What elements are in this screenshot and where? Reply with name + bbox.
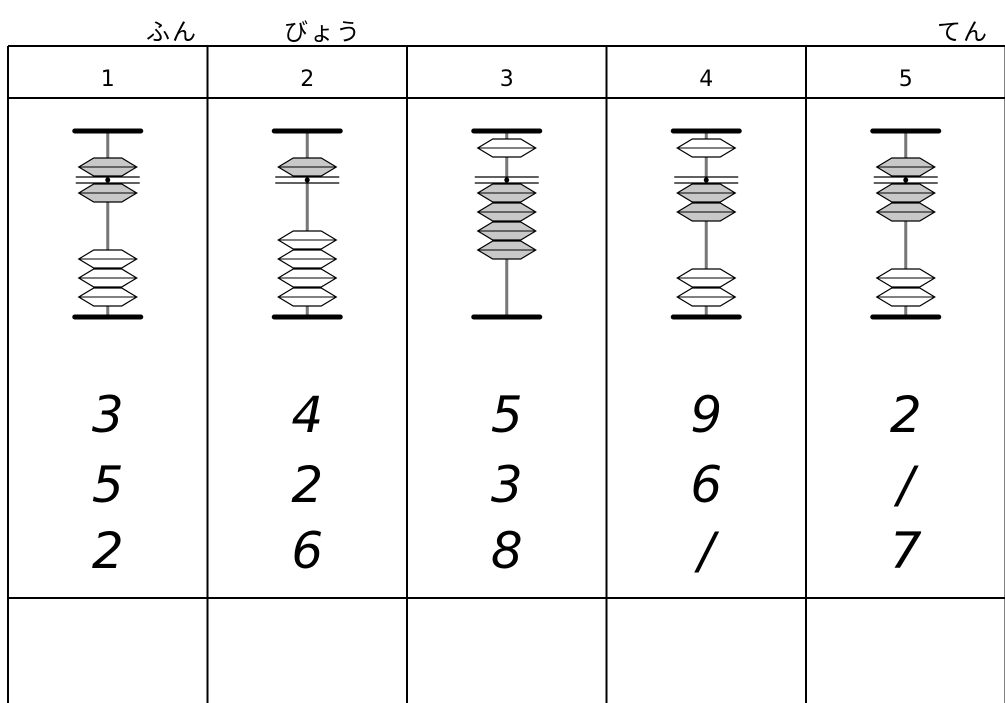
lower-bead xyxy=(277,230,338,250)
unit-dot xyxy=(703,177,709,183)
addend: 8 xyxy=(491,522,523,580)
addend: 2 xyxy=(291,456,323,514)
addend: 7 xyxy=(890,522,922,580)
lower-bead xyxy=(676,183,737,203)
unit-dot xyxy=(304,177,310,183)
addend: 2 xyxy=(92,522,124,580)
column-2: 2 4 2 6 xyxy=(210,67,406,701)
addend: 6 xyxy=(291,522,323,580)
abacus-rod xyxy=(471,128,543,320)
column-1: 1 3 5 2 xyxy=(10,67,206,701)
abacus-rod xyxy=(271,128,343,320)
upper-bead xyxy=(676,138,737,158)
answer-box[interactable] xyxy=(10,600,206,701)
abacus-rod xyxy=(72,128,144,320)
addend: 4 xyxy=(291,386,323,444)
addend: 3 xyxy=(92,386,124,444)
lower-bead xyxy=(77,268,138,288)
column-number: 2 xyxy=(300,67,314,92)
addend: 5 xyxy=(92,456,124,514)
addend: 2 xyxy=(890,386,922,444)
unit-dot xyxy=(903,177,909,183)
answer-box[interactable] xyxy=(210,600,406,701)
column-3: 3 5 3 8 xyxy=(409,67,605,701)
column-5: 5 2 / 7 xyxy=(808,67,1004,701)
lower-bead xyxy=(77,183,138,203)
seconds-label: びょう xyxy=(284,18,362,46)
lower-bead xyxy=(476,240,537,260)
minutes-label: ふん xyxy=(146,18,198,46)
unit-dot xyxy=(504,177,510,183)
column-4: 4 9 6 / xyxy=(609,67,805,701)
addend: 6 xyxy=(690,456,722,514)
abacus-rod xyxy=(870,128,942,320)
answer-box[interactable] xyxy=(808,600,1004,701)
lower-bead xyxy=(277,249,338,269)
score-label: てん xyxy=(937,18,989,46)
lower-bead xyxy=(676,287,737,307)
lower-bead xyxy=(875,202,936,222)
lower-bead xyxy=(476,202,537,222)
abacus-rod xyxy=(670,128,742,320)
upper-bead xyxy=(77,157,138,177)
lower-bead xyxy=(476,183,537,203)
upper-bead xyxy=(277,157,338,177)
unit-dot xyxy=(105,177,111,183)
column-number: 4 xyxy=(699,67,713,92)
addend: / xyxy=(893,456,919,514)
column-number: 5 xyxy=(899,67,913,92)
column-number: 3 xyxy=(500,67,514,92)
addend: 5 xyxy=(491,386,523,444)
addend: 3 xyxy=(491,456,523,514)
lower-bead xyxy=(676,268,737,288)
answer-box[interactable] xyxy=(609,600,805,701)
lower-bead xyxy=(77,249,138,269)
lower-bead xyxy=(277,268,338,288)
lower-bead xyxy=(875,183,936,203)
lower-bead xyxy=(875,268,936,288)
upper-bead xyxy=(476,138,537,158)
upper-bead xyxy=(875,157,936,177)
column-number: 1 xyxy=(101,67,115,92)
lower-bead xyxy=(875,287,936,307)
lower-bead xyxy=(277,287,338,307)
lower-bead xyxy=(476,221,537,241)
addend: / xyxy=(694,522,720,580)
answer-box[interactable] xyxy=(409,600,605,701)
lower-bead xyxy=(77,287,138,307)
lower-bead xyxy=(676,202,737,222)
addend: 9 xyxy=(690,386,722,444)
